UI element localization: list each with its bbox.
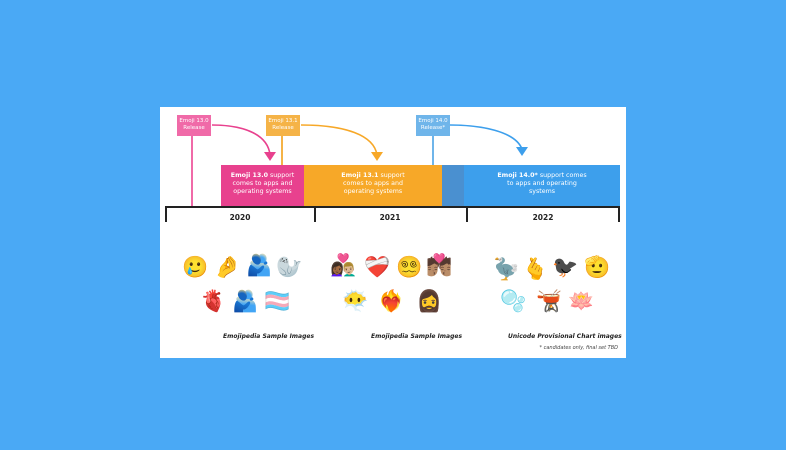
support-band-13-1: Emoji 13.1 support comes to apps and ope… — [304, 165, 442, 206]
flag-pole-13-0 — [191, 135, 193, 207]
emoji: 🫂 — [232, 289, 259, 313]
flag-label: Emoji 13.1 — [268, 118, 298, 124]
emoji: 🫰 — [522, 257, 549, 281]
emoji: 🤌 — [214, 255, 241, 279]
emoji: 🫀 — [200, 289, 227, 313]
emoji: 🧔‍♀️ — [416, 289, 443, 313]
emoji: 🏳️‍⚧️ — [264, 289, 291, 313]
band-version: Emoji 13.0 — [230, 172, 269, 179]
band-text: support comes to apps and operating syst… — [343, 172, 405, 195]
timeline-infographic: Emoji 13.0 Release Emoji 13.1 Release Em… — [160, 107, 626, 358]
band-version: Emoji 13.1 — [341, 172, 379, 179]
emoji: 🫡 — [584, 255, 611, 279]
emoji: 🫕 — [536, 289, 563, 313]
arrow-13-1-head — [371, 152, 383, 161]
emoji: 🫂 — [246, 253, 273, 277]
release-flag-13-0: Emoji 13.0 Release — [177, 115, 211, 136]
emoji-caption: Emojipedia Sample Images — [371, 333, 463, 340]
timeline-tick — [618, 206, 620, 222]
timeline-tick — [165, 206, 167, 222]
footnote: * candidates only, final set TBD — [539, 345, 618, 351]
arrow-13-0-head — [264, 152, 276, 161]
flag-sub-label: Release* — [420, 125, 446, 131]
emoji: 🦤 — [493, 257, 520, 281]
year-label-2020: 2020 — [229, 213, 251, 222]
release-arrows — [211, 124, 528, 161]
support-band-13-0: Emoji 13.0 support comes to apps and ope… — [221, 165, 304, 206]
arrow-13-0 — [211, 124, 271, 156]
flag-sub-label: Release — [183, 125, 205, 131]
timeline-axis — [165, 206, 619, 208]
year-label-2022: 2022 — [532, 213, 554, 222]
release-flag-14-0: Emoji 14.0 Release* — [416, 115, 450, 136]
emoji: 🐦‍⬛ — [552, 255, 579, 279]
emoji: 😵‍💫 — [396, 255, 423, 279]
emoji: ❤️‍🩹 — [364, 255, 391, 279]
emoji: ❤️‍🔥 — [378, 289, 405, 313]
flag-label: Emoji 14.0 — [418, 118, 448, 124]
timeline-tick — [314, 206, 316, 222]
emoji: 🪷 — [568, 289, 595, 313]
emoji-caption: Emojipedia Sample Images — [223, 333, 315, 340]
release-flag-13-1: Emoji 13.1 Release — [266, 115, 300, 136]
band-version: Emoji 14.0* — [497, 172, 538, 179]
emoji: 🦭 — [276, 255, 303, 279]
emoji-caption: Unicode Provisional Chart images — [508, 333, 622, 340]
flag-sub-label: Release — [272, 125, 294, 131]
emoji: 👩🏾‍❤️‍👨🏼 — [330, 253, 357, 277]
flag-label: Emoji 13.0 — [179, 118, 209, 124]
arrow-14-0 — [449, 124, 523, 150]
timeline-tick — [466, 206, 468, 222]
overlap-band — [442, 165, 464, 206]
emoji: 💏🏽 — [426, 253, 453, 277]
emoji: 🫧 — [500, 289, 527, 313]
band-text: support comes to apps and operating syst… — [232, 172, 295, 195]
year-label-2021: 2021 — [379, 213, 401, 222]
arrow-13-1 — [300, 124, 378, 156]
emoji: 🥲 — [182, 255, 209, 279]
emoji: 😶‍🌫️ — [342, 289, 369, 313]
band-text: support comes to apps and operating syst… — [507, 172, 587, 195]
arrow-14-0-head — [516, 147, 528, 156]
support-band-14-0: Emoji 14.0* support comes to apps and op… — [464, 165, 620, 206]
